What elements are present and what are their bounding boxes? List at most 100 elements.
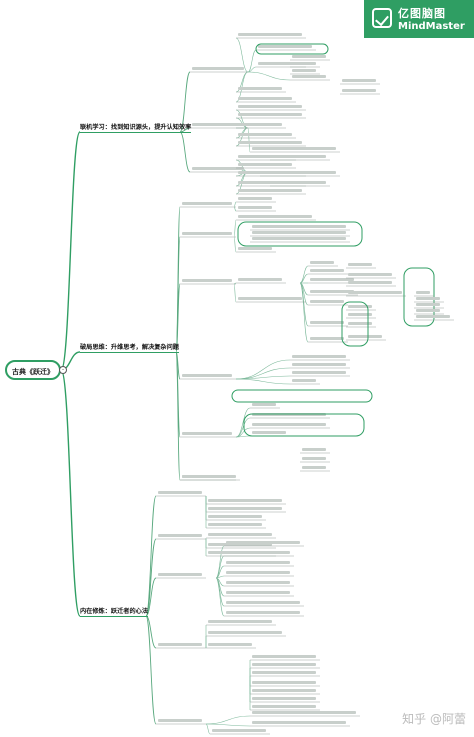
leaf-node-text (158, 643, 202, 646)
leaf-node-text (302, 466, 326, 469)
collapse-toggle-icon[interactable]: - (59, 366, 67, 374)
leaf-node-text (238, 133, 292, 136)
leaf-node-text (416, 309, 440, 312)
connector-line (175, 283, 181, 353)
leaf-node-text (238, 33, 302, 36)
leaf-node-text (258, 62, 302, 65)
root-node[interactable]: 古典《跃迁》 (5, 360, 61, 380)
connector-line (233, 206, 237, 212)
leaf-node-text (238, 87, 282, 90)
leaf-node-text (348, 273, 392, 276)
leaf-node-text (348, 313, 372, 316)
brand-sub: MindMaster (398, 21, 465, 32)
branch-connectors (60, 37, 309, 735)
leaf-node-text (416, 291, 430, 294)
leaf-node-text (310, 321, 344, 324)
leaf-node-text (416, 303, 440, 306)
leaf-node-text (348, 305, 372, 308)
leaf-node-text (192, 167, 244, 170)
connector-line (235, 417, 251, 438)
leaf-node-text (238, 197, 272, 200)
connector-line (175, 351, 181, 481)
connector-line (235, 378, 291, 385)
connector-line (179, 127, 191, 133)
connector-line (215, 577, 225, 617)
leaf-node-text (272, 181, 326, 184)
leaf-node-text (252, 237, 346, 240)
leaf-node-text (226, 601, 300, 604)
leaf-node-text (348, 263, 372, 266)
connector-line (145, 577, 157, 617)
branch-breakthrough-thinking[interactable]: 破局思维：升维思考，解决复杂问题 (80, 344, 179, 353)
connector-line (215, 555, 225, 579)
leaf-node-text (158, 491, 202, 494)
connector-line (179, 131, 191, 173)
connector-line (233, 236, 237, 253)
connector-line (60, 369, 81, 617)
connector-line (235, 407, 251, 438)
leaf-node-text (226, 571, 290, 574)
leaf-node-text (310, 290, 354, 293)
leaf-node-text (182, 279, 232, 282)
leaf-node-text (252, 423, 326, 426)
leaf-node-text (226, 561, 290, 564)
connector-line (247, 49, 257, 73)
leaf-node-text (238, 141, 302, 144)
branch-inner-cultivation[interactable]: 内在修炼：跃迁者的心法 (80, 608, 149, 617)
leaf-node-text (252, 671, 316, 674)
leaf-node-text (238, 206, 272, 209)
leaf-node-text (252, 403, 276, 406)
leaf-node-text (238, 189, 302, 192)
connector-line (233, 219, 237, 238)
leaf-node-text (310, 269, 344, 272)
leaf-node-text (208, 533, 272, 536)
highlight-frame-b1 (255, 43, 329, 55)
leaf-node-text (252, 225, 346, 228)
leaf-node-text (252, 711, 356, 714)
connector-line (60, 131, 81, 371)
leaf-node-text (212, 729, 266, 732)
leaf-node-text (310, 261, 334, 264)
leaf-node-text (226, 611, 300, 614)
leaf-node-text (182, 374, 232, 377)
mindmaster-logo-icon (372, 8, 392, 28)
leaf-node-text (182, 202, 232, 205)
leaf-node-text (182, 232, 232, 235)
leaf-node-text (226, 591, 290, 594)
connector-line (233, 283, 237, 303)
leaf-node-text (342, 79, 376, 82)
leaf-node-text (272, 155, 326, 158)
highlight-frame-b2-1 (237, 221, 363, 247)
leaf-node-text (348, 291, 402, 294)
leaf-node-text (192, 123, 244, 126)
leaf-node-text (208, 499, 282, 502)
leaf-node-text (182, 432, 232, 435)
leaf-node-text (348, 322, 372, 325)
leaf-node-text (292, 363, 346, 366)
leaf-node-text (302, 448, 326, 451)
connector-line (235, 37, 249, 73)
leaf-node-text (416, 315, 450, 318)
leaf-node-text (226, 551, 290, 554)
leaf-node-text (252, 231, 346, 234)
leaf-node-text (226, 581, 290, 584)
leaf-node-text (252, 147, 336, 150)
leaf-node-text (252, 431, 286, 434)
leaf-node-text (208, 507, 282, 510)
connector-line (247, 127, 251, 153)
leaf-node-text (158, 719, 202, 722)
mindmaster-badge: 亿图脑图 MindMaster (364, 0, 474, 38)
leaf-node-text (292, 355, 346, 358)
connector-line (215, 545, 225, 579)
leaf-node-text (342, 89, 376, 92)
leaf-node-text (292, 75, 326, 78)
leaf-node-text (238, 105, 302, 108)
leaf-node-text (238, 97, 292, 100)
leaf-node-text (258, 45, 312, 48)
connector-line (205, 723, 211, 735)
branch-connected-learning[interactable]: 联机学习：找到知识源头，提升认知效率 (80, 124, 192, 133)
connector-line (205, 723, 251, 727)
connector-line (145, 615, 157, 725)
connector-line (235, 435, 251, 438)
leaf-node-text (238, 247, 272, 250)
